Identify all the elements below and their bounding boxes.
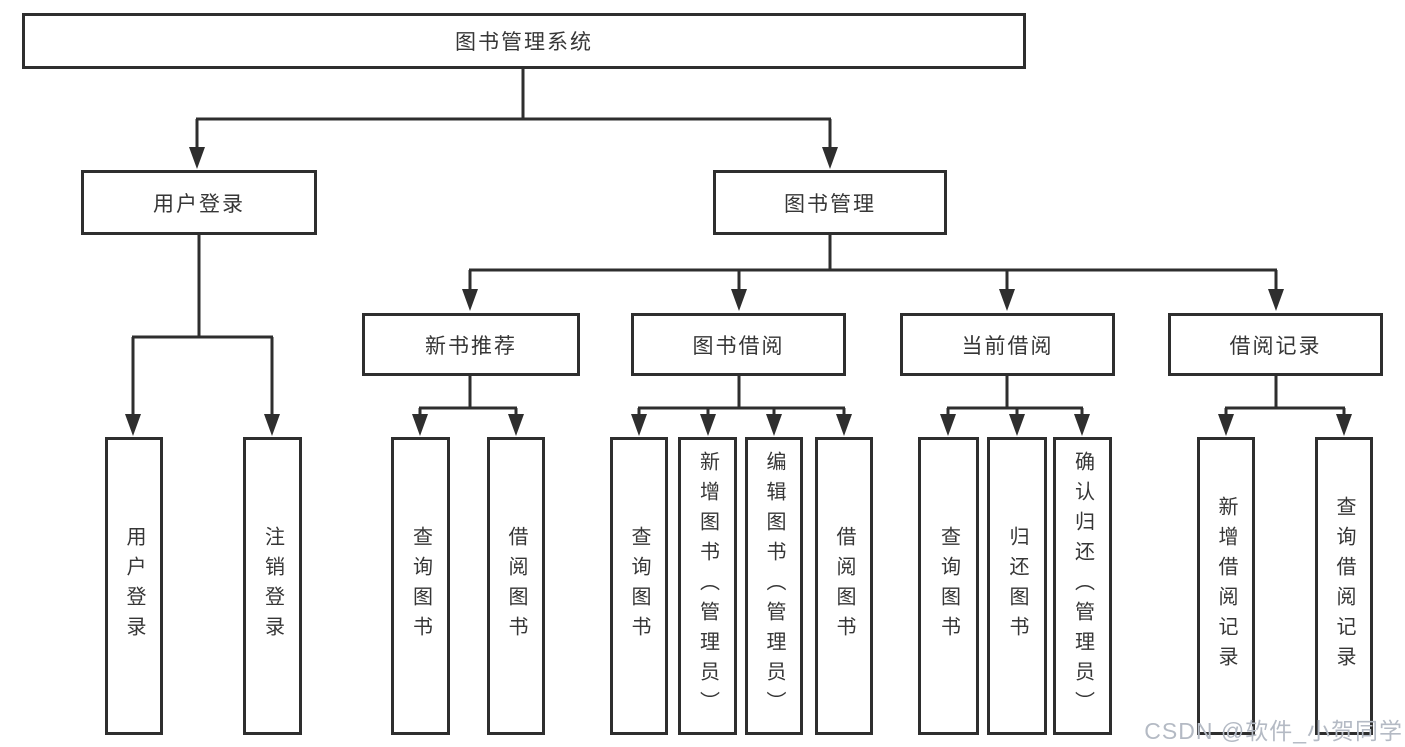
leaf-current-confirm-return-label: 确认归还（管理员） (1071, 451, 1094, 721)
connector-book-branch (468, 235, 1278, 290)
leaf-borrow-query: 查询图书 (610, 437, 668, 735)
connector-root-branch (195, 68, 832, 148)
leaf-record-add-label: 新增借阅记录 (1215, 496, 1237, 676)
node-book-management: 图书管理 (713, 170, 947, 235)
node-borrow-record: 借阅记录 (1168, 313, 1383, 376)
node-new-book-recommend: 新书推荐 (362, 313, 580, 376)
leaf-record-query: 查询借阅记录 (1315, 437, 1373, 735)
leaf-record-query-label: 查询借阅记录 (1333, 496, 1355, 676)
leaf-borrow-borrow: 借阅图书 (815, 437, 873, 735)
leaf-current-confirm-return: 确认归还（管理员） (1053, 437, 1112, 735)
leaf-user-login: 用户登录 (105, 437, 163, 735)
leaf-logout: 注销登录 (243, 437, 302, 735)
csdn-watermark: CSDN @软件_小贺同学 (1144, 718, 1403, 744)
connector-user-branch (131, 235, 274, 415)
leaf-borrow-add-label: 新增图书（管理员） (696, 451, 719, 721)
leaf-borrow-add: 新增图书（管理员） (678, 437, 737, 735)
leaf-current-query-label: 查询图书 (937, 526, 960, 646)
leaf-current-query: 查询图书 (918, 437, 979, 735)
leaf-current-return: 归还图书 (987, 437, 1047, 735)
leaf-newbook-query: 查询图书 (391, 437, 450, 735)
node-root: 图书管理系统 (22, 13, 1026, 69)
leaf-newbook-borrow-label: 借阅图书 (505, 526, 527, 646)
leaf-borrow-query-label: 查询图书 (628, 526, 650, 646)
leaf-borrow-edit-label: 编辑图书（管理员） (763, 451, 785, 721)
leaf-borrow-edit: 编辑图书（管理员） (745, 437, 803, 735)
leaf-logout-label: 注销登录 (261, 526, 284, 646)
leaf-newbook-query-label: 查询图书 (409, 526, 432, 646)
leaf-user-login-label: 用户登录 (123, 526, 145, 646)
leaf-record-add: 新增借阅记录 (1197, 437, 1255, 735)
node-current-borrow: 当前借阅 (900, 313, 1115, 376)
connector-current-branch (946, 376, 1084, 416)
leaf-newbook-borrow: 借阅图书 (487, 437, 545, 735)
leaf-current-return-label: 归还图书 (1006, 526, 1028, 646)
connector-newbook-branch (418, 376, 518, 416)
leaf-borrow-borrow-label: 借阅图书 (833, 526, 855, 646)
connector-borrow-branch (637, 376, 846, 416)
node-user-login: 用户登录 (81, 170, 317, 235)
connector-record-branch (1224, 376, 1346, 416)
node-book-borrow: 图书借阅 (631, 313, 846, 376)
